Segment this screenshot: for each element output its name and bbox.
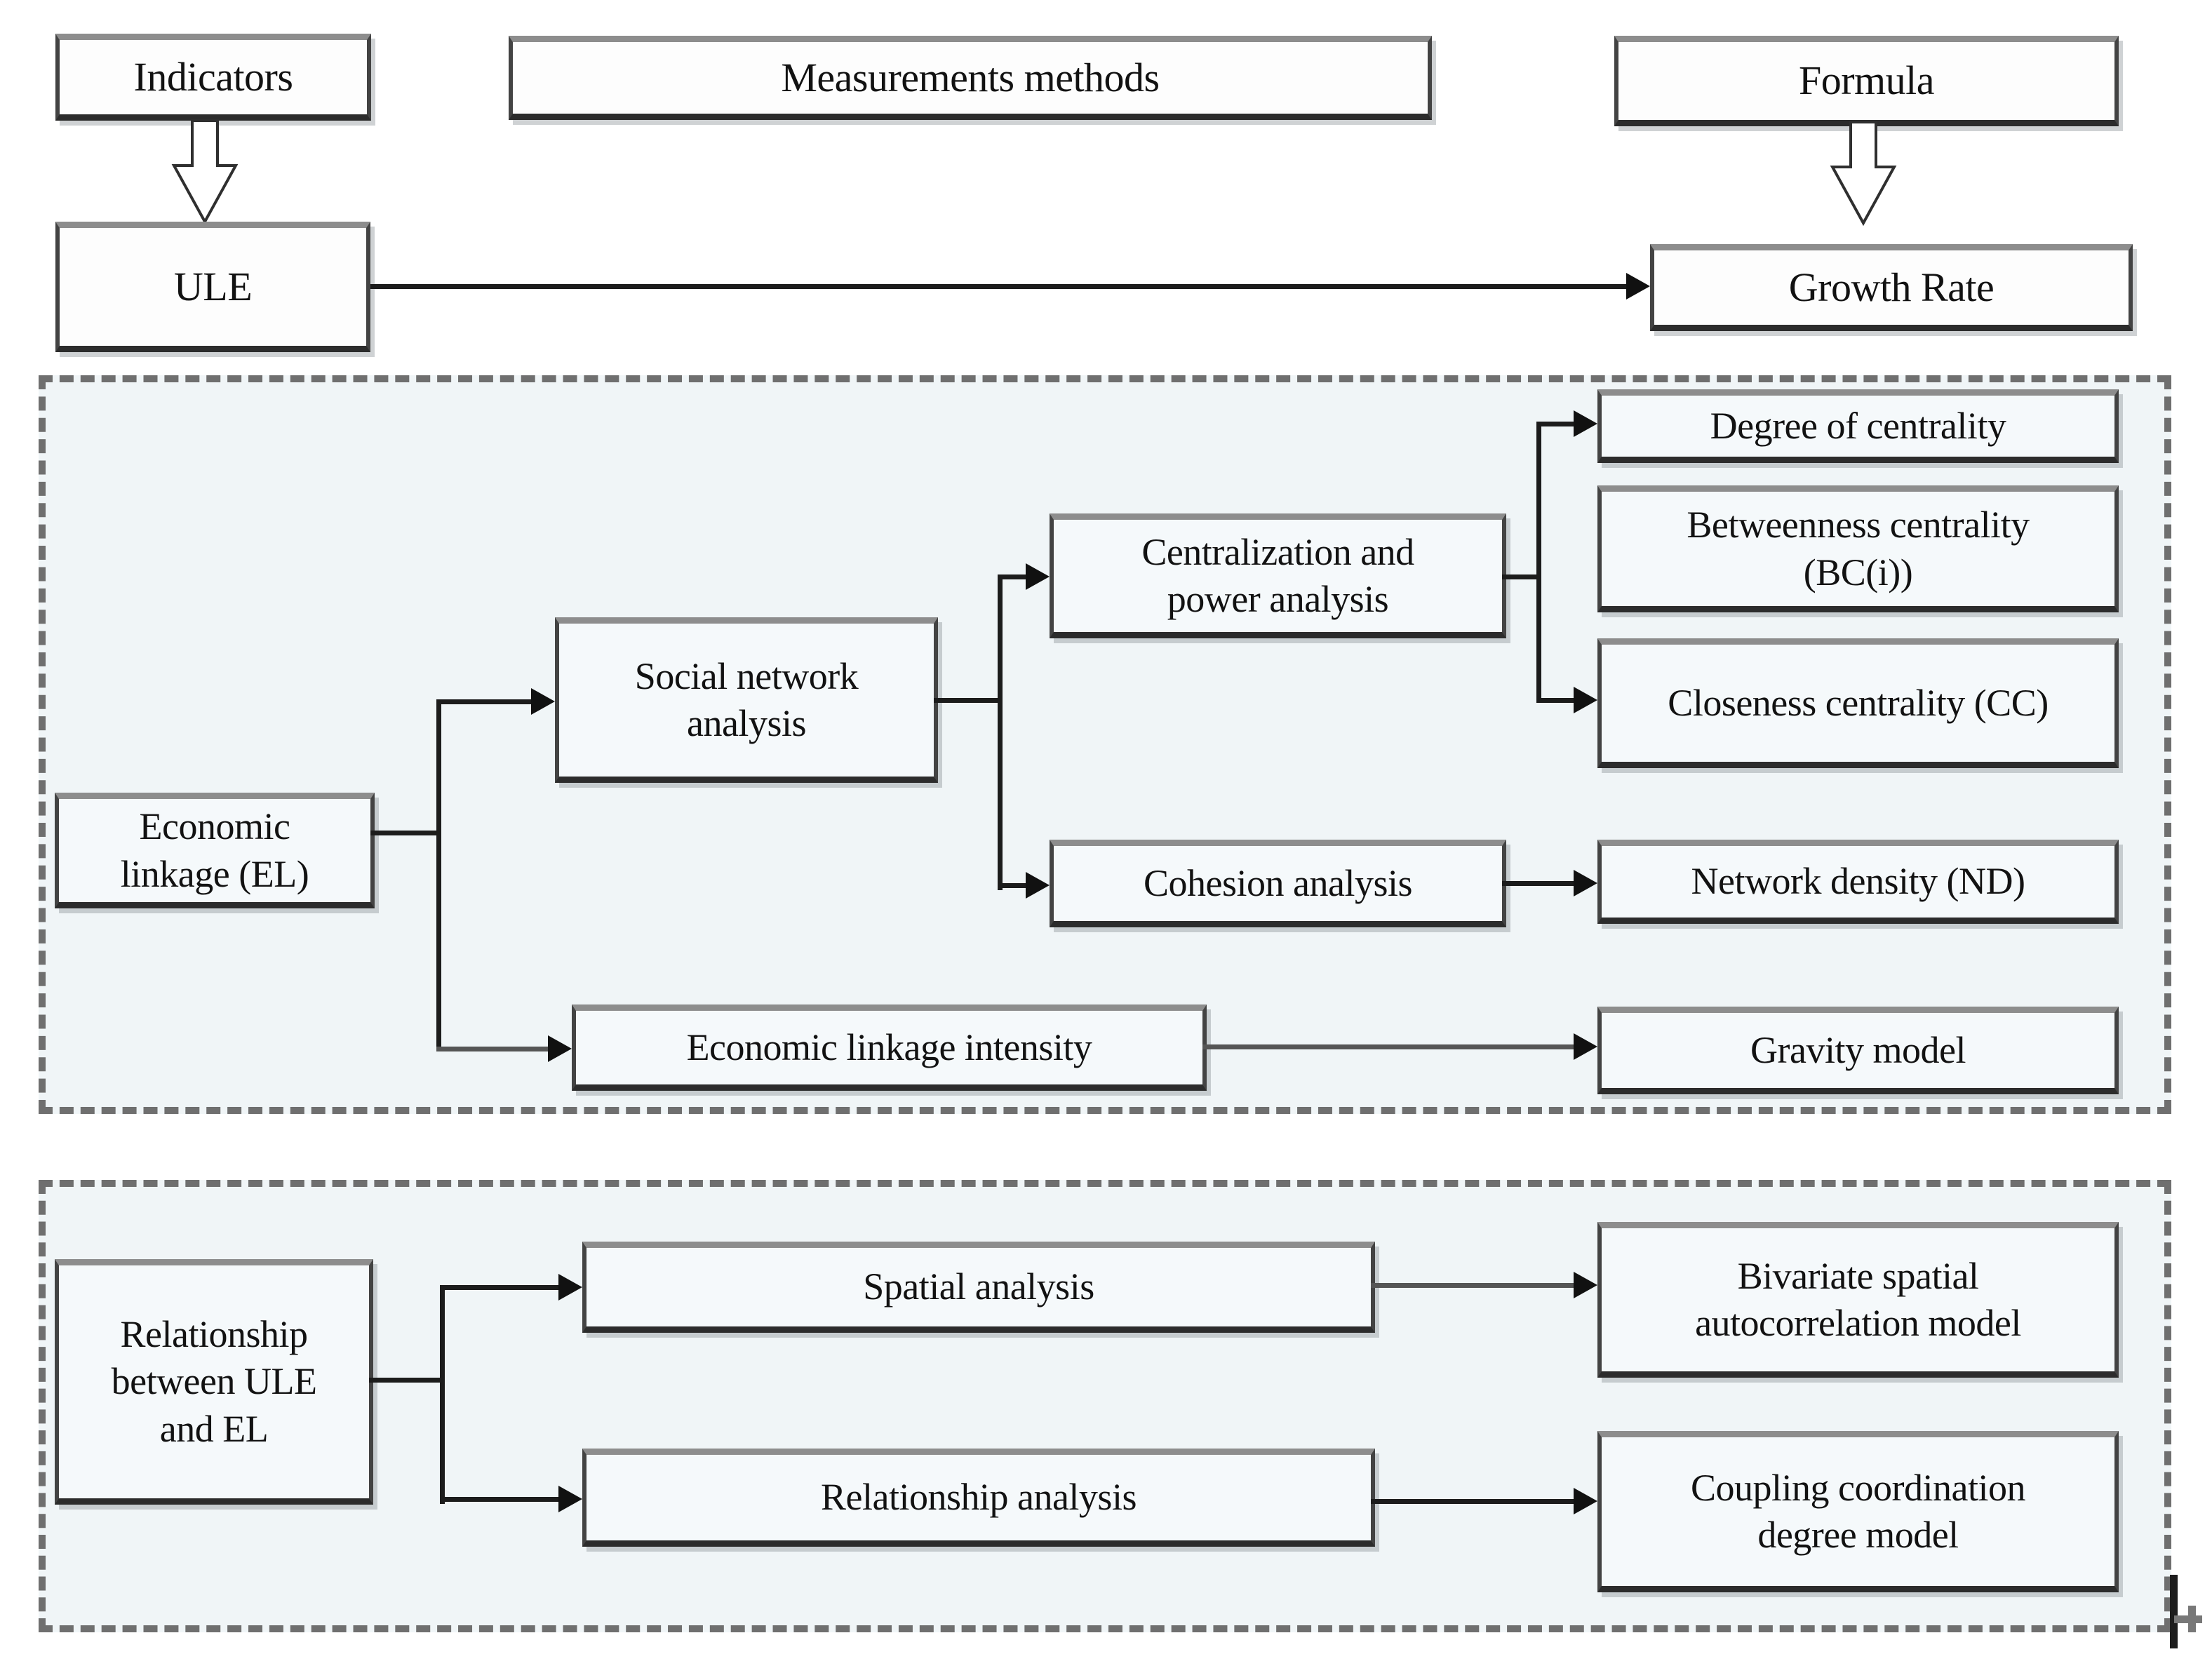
header-indicators: Indicators xyxy=(55,34,371,121)
text-cursor-artifact xyxy=(2170,1575,2202,1648)
node-economic-linkage: Economic linkage (EL) xyxy=(55,793,375,908)
block-arrow-down-icon xyxy=(1830,121,1897,226)
arrowhead-cohesion xyxy=(1026,872,1050,899)
connector-cohesion-to-nd xyxy=(1502,881,1574,886)
connector-rel-to-relationship-analysis xyxy=(440,1497,558,1502)
connector-rel-trunk xyxy=(440,1285,445,1504)
connector-sna-to-cohesion xyxy=(998,883,1026,888)
node-cohesion-label: Cohesion analysis xyxy=(1144,861,1412,904)
connector-intensity-to-gravity xyxy=(1202,1044,1574,1049)
node-degree-of-centrality: Degree of centrality xyxy=(1597,389,2119,463)
node-ule: ULE xyxy=(55,222,370,352)
node-ule-label: ULE xyxy=(173,263,253,309)
arrowhead-growth-rate xyxy=(1626,273,1650,300)
node-intensity-label: Economic linkage intensity xyxy=(686,1026,1092,1068)
arrowhead-coupling xyxy=(1574,1488,1597,1514)
node-growth-rate: Growth Rate xyxy=(1650,244,2133,331)
node-closeness-label: Closeness centrality (CC) xyxy=(1668,681,2049,724)
connector-cpa-stub xyxy=(1502,574,1541,579)
arrowhead-bivariate xyxy=(1574,1272,1597,1298)
connector-rel-to-spatial xyxy=(440,1285,558,1290)
arrowhead-degree xyxy=(1574,410,1597,437)
connector-cpa-trunk xyxy=(1536,422,1541,702)
arrowhead-spatial xyxy=(558,1274,582,1301)
header-indicators-label: Indicators xyxy=(133,53,293,100)
connector-cpa-to-degree xyxy=(1536,422,1574,426)
node-gravity-label: Gravity model xyxy=(1750,1028,1966,1071)
arrowhead-closeness xyxy=(1574,687,1597,713)
connector-cpa-to-closeness xyxy=(1536,698,1574,703)
connector-el-to-sna xyxy=(436,699,531,704)
node-bivariate-model: Bivariate spatial autocorrelation model xyxy=(1597,1222,2119,1378)
node-spatial-label: Spatial analysis xyxy=(863,1265,1094,1308)
arrowhead-network-density xyxy=(1574,870,1597,896)
header-formula-label: Formula xyxy=(1798,58,1935,104)
node-spatial-analysis: Spatial analysis xyxy=(582,1242,1375,1333)
node-economic-linkage-label: Economic linkage (EL) xyxy=(120,805,309,895)
node-betweenness-centrality: Betweenness centrality (BC(i)) xyxy=(1597,485,2119,612)
connector-ra-to-coupling xyxy=(1371,1499,1574,1504)
node-cpa-label: Centralization and power analysis xyxy=(1141,530,1414,621)
node-network-density-label: Network density (ND) xyxy=(1691,860,2025,903)
connector-ule-growth-rate xyxy=(370,284,1628,289)
node-cohesion-analysis: Cohesion analysis xyxy=(1050,840,1506,927)
connector-spatial-to-bivariate xyxy=(1371,1283,1574,1288)
header-measurements-methods: Measurements methods xyxy=(509,36,1432,120)
node-economic-linkage-intensity: Economic linkage intensity xyxy=(572,1004,1207,1091)
node-network-density: Network density (ND) xyxy=(1597,840,2119,924)
node-growth-rate-label: Growth Rate xyxy=(1788,264,1995,310)
arrowhead-gravity xyxy=(1574,1033,1597,1060)
connector-sna-trunk xyxy=(998,574,1003,890)
header-measurements-label: Measurements methods xyxy=(781,54,1160,100)
node-coupling-model: Coupling coordination degree model xyxy=(1597,1431,2119,1592)
connector-el-to-intensity xyxy=(436,1047,548,1051)
connector-el-stub xyxy=(370,831,441,835)
connector-rel-stub xyxy=(369,1378,445,1383)
node-degree-label: Degree of centrality xyxy=(1710,404,2006,447)
arrowhead-relationship-analysis xyxy=(558,1486,582,1512)
block-arrow-down-icon xyxy=(171,119,239,224)
node-relationship-analysis: Relationship analysis xyxy=(582,1449,1375,1547)
arrowhead-intensity xyxy=(548,1035,572,1062)
node-sna-label: Social network analysis xyxy=(634,654,859,745)
header-formula: Formula xyxy=(1614,36,2119,126)
node-social-network-analysis: Social network analysis xyxy=(555,617,938,783)
connector-sna-to-cpa xyxy=(998,574,1026,579)
node-relationship-ule-el-label: Relationship between ULE and EL xyxy=(111,1312,317,1450)
node-relationship-ule-el: Relationship between ULE and EL xyxy=(55,1259,373,1505)
node-relationship-analysis-label: Relationship analysis xyxy=(821,1476,1137,1519)
node-bivariate-label: Bivariate spatial autocorrelation model xyxy=(1695,1254,2021,1345)
node-gravity-model: Gravity model xyxy=(1597,1007,2119,1094)
connector-el-trunk xyxy=(436,699,441,1051)
node-coupling-label: Coupling coordination degree model xyxy=(1691,1466,2025,1557)
node-closeness-centrality: Closeness centrality (CC) xyxy=(1597,638,2119,768)
connector-sna-stub xyxy=(934,698,1003,703)
node-betweenness-label: Betweenness centrality (BC(i)) xyxy=(1687,504,2030,593)
arrowhead-sna xyxy=(531,688,555,715)
arrowhead-cpa xyxy=(1026,563,1050,590)
node-centralization-power-analysis: Centralization and power analysis xyxy=(1050,513,1506,638)
